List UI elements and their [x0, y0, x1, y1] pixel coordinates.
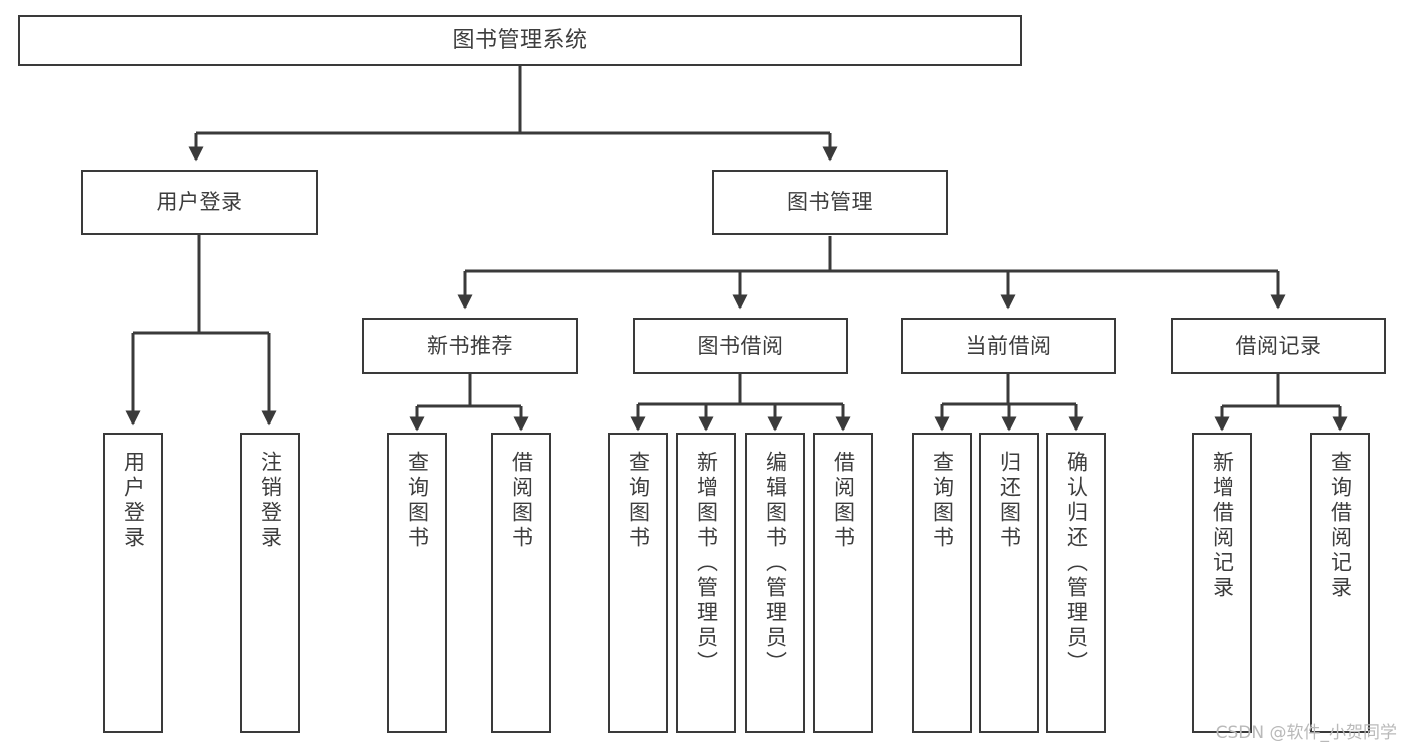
node-label: 新增借阅记录 [1210, 451, 1235, 601]
leaf-return-book[interactable]: 归还图书 [979, 433, 1039, 733]
leaf-logout[interactable]: 注销登录 [240, 433, 300, 733]
node-label: 确认归还（管理员） [1064, 451, 1089, 676]
csdn-watermark: CSDN @软件_小贺同学 [1215, 723, 1397, 743]
node-label: 编辑图书（管理员） [763, 451, 788, 676]
node-label: 借阅图书 [831, 451, 856, 551]
node-label: 借阅记录 [1235, 333, 1322, 358]
node-label: 查询图书 [930, 451, 955, 551]
leaf-query-book-2[interactable]: 查询图书 [608, 433, 668, 733]
node-new-book-recommend[interactable]: 新书推荐 [362, 318, 578, 374]
node-label: 图书管理系统 [452, 27, 588, 53]
leaf-query-record[interactable]: 查询借阅记录 [1310, 433, 1370, 733]
node-label: 查询图书 [626, 451, 651, 551]
leaf-user-login[interactable]: 用户登录 [103, 433, 163, 733]
node-label: 图书借阅 [697, 333, 784, 358]
leaf-add-book[interactable]: 新增图书（管理员） [676, 433, 736, 733]
leaf-borrow-book-1[interactable]: 借阅图书 [491, 433, 551, 733]
node-label: 借阅图书 [509, 451, 534, 551]
node-label: 注销登录 [258, 451, 283, 551]
node-book-manage[interactable]: 图书管理 [712, 170, 948, 235]
leaf-edit-book[interactable]: 编辑图书（管理员） [745, 433, 805, 733]
node-label: 用户登录 [121, 451, 146, 551]
node-label: 新书推荐 [427, 333, 513, 358]
leaf-confirm-return[interactable]: 确认归还（管理员） [1046, 433, 1106, 733]
leaf-query-book-1[interactable]: 查询图书 [387, 433, 447, 733]
node-current-borrow[interactable]: 当前借阅 [901, 318, 1116, 374]
node-book-borrow[interactable]: 图书借阅 [633, 318, 848, 374]
node-borrow-record[interactable]: 借阅记录 [1171, 318, 1386, 374]
leaf-borrow-book-2[interactable]: 借阅图书 [813, 433, 873, 733]
node-label: 归还图书 [997, 451, 1022, 551]
leaf-query-book-3[interactable]: 查询图书 [912, 433, 972, 733]
node-label: 查询图书 [405, 451, 430, 551]
leaf-add-record[interactable]: 新增借阅记录 [1192, 433, 1252, 733]
node-root-system[interactable]: 图书管理系统 [18, 15, 1022, 66]
node-label: 图书管理 [787, 190, 873, 215]
node-label: 新增图书（管理员） [694, 451, 719, 676]
node-label: 用户登录 [156, 190, 243, 215]
node-label: 查询借阅记录 [1328, 451, 1353, 601]
node-label: 当前借阅 [965, 333, 1052, 358]
node-user-login[interactable]: 用户登录 [81, 170, 318, 235]
